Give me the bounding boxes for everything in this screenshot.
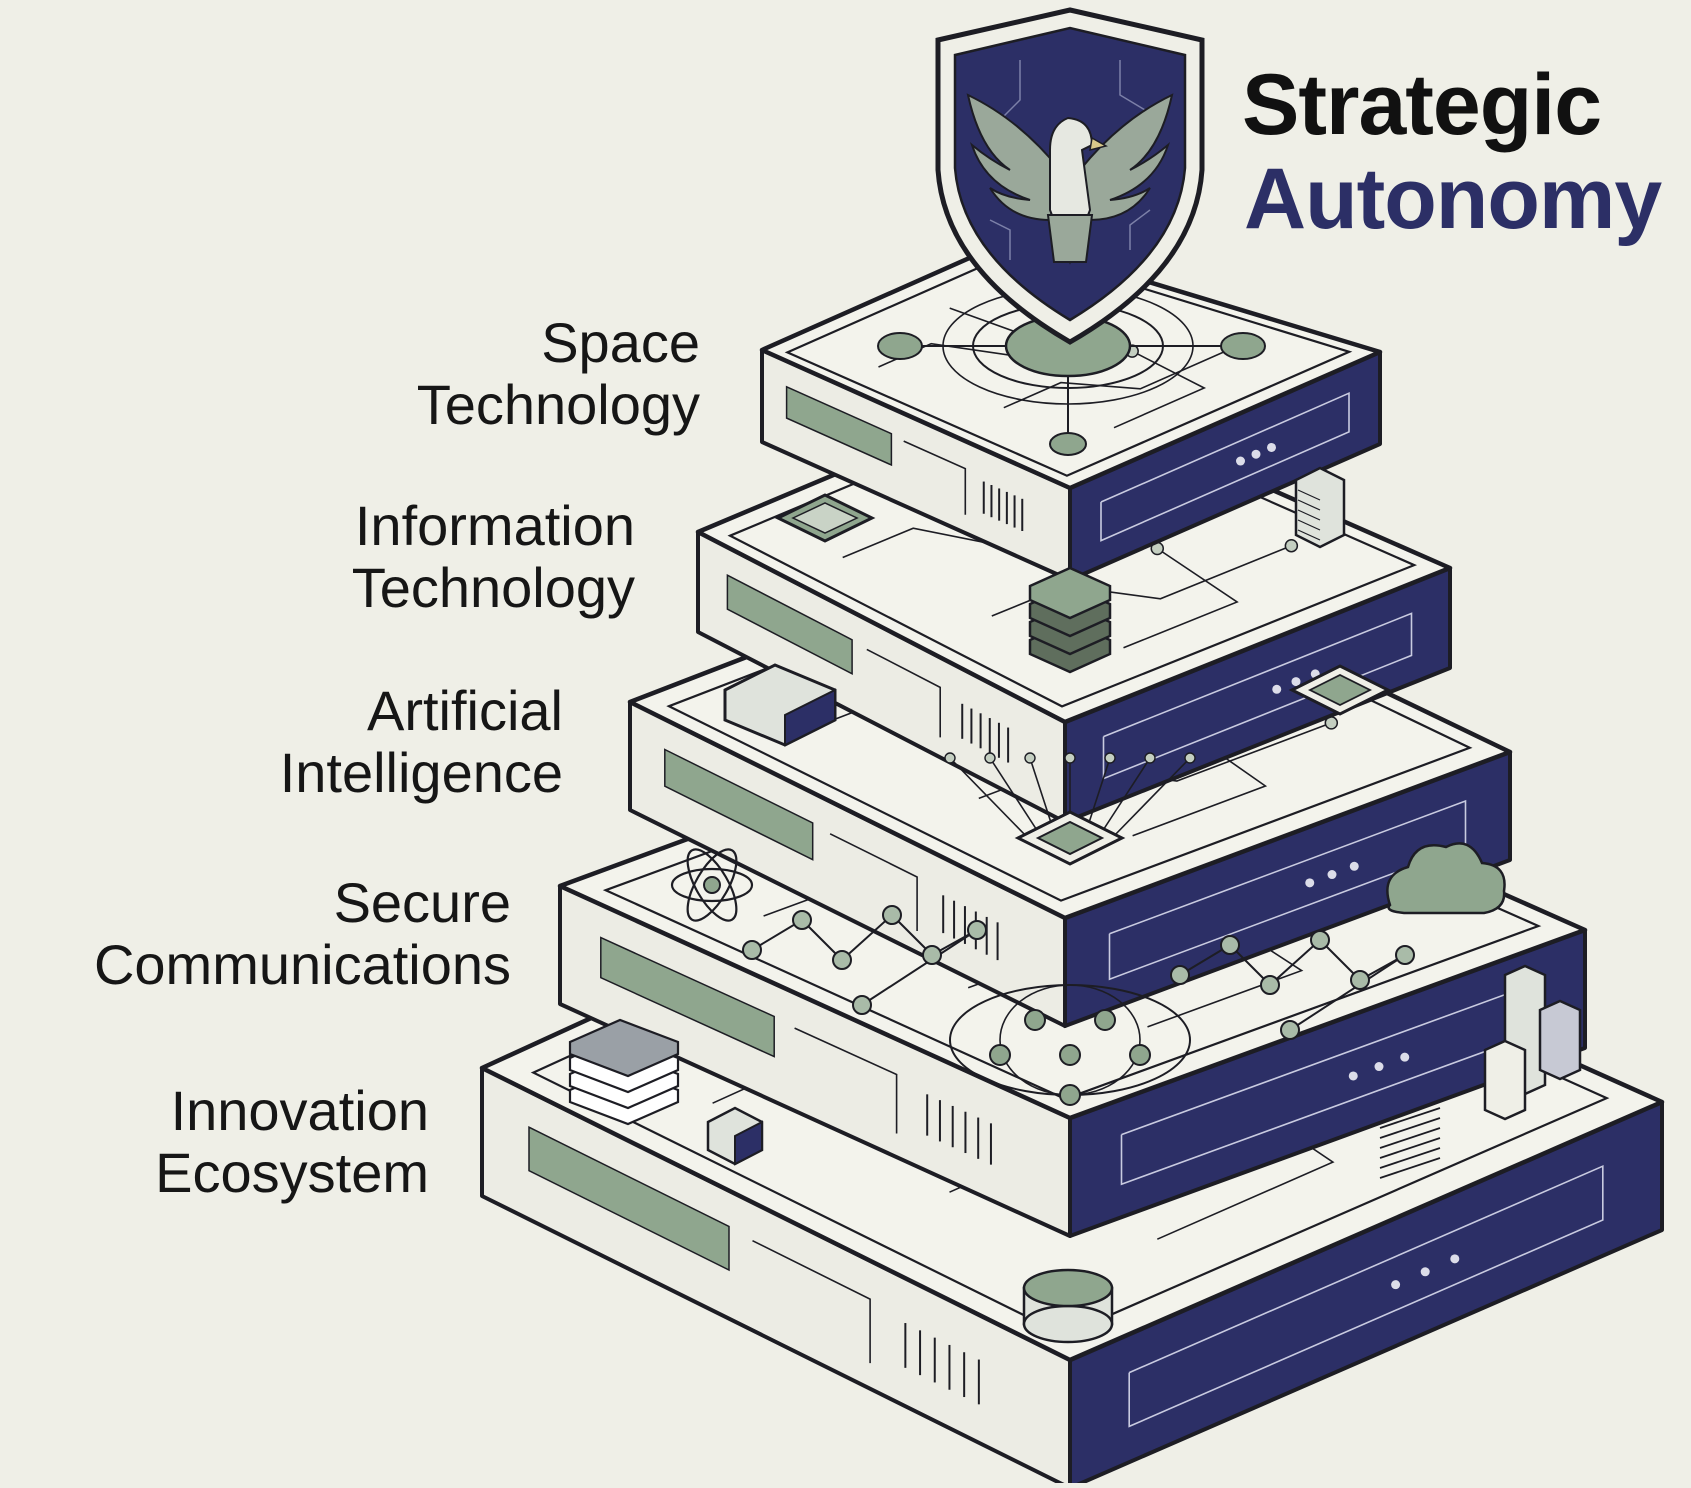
layer-label-line-1: Secure: [333, 871, 511, 934]
shield-eagle-emblem: [935, 7, 1205, 345]
layer-label-line-1: Information: [354, 494, 635, 557]
layer-label-innovation-ecosystem: Innovation Ecosystem: [155, 1080, 429, 1204]
layer-label-secure-communications: Secure Communications: [94, 872, 511, 996]
layer-label-line-2: Technology: [351, 556, 635, 619]
layer-label-line-1: Artificial: [366, 679, 563, 742]
microchip-icon: [774, 493, 876, 543]
cloud-icon: [1386, 842, 1506, 915]
document-icon: [1379, 1107, 1441, 1179]
title-line-2: Autonomy: [1244, 151, 1662, 247]
stacked-disks-icon: [1028, 566, 1112, 674]
layer-label-line-2: Technology: [416, 373, 700, 436]
layer-label-line-2: Ecosystem: [155, 1141, 429, 1204]
ai-processor-icon: [944, 752, 1196, 866]
layer-label-information-technology: Information Technology: [352, 495, 635, 619]
layer-label-artificial-intelligence: Artificial Intelligence: [280, 680, 563, 804]
cube-icon: [706, 1106, 764, 1166]
circuit-network-icon: [1170, 930, 1415, 1040]
layer-label-line-1: Space: [541, 311, 700, 374]
microchip-icon: [1288, 664, 1392, 716]
stacked-blocks-icon: [568, 1018, 680, 1126]
building-icon: [1483, 964, 1582, 1121]
atom-icon: [670, 848, 754, 922]
server-rack-icon: [1294, 466, 1346, 549]
orbit-network-icon: [877, 287, 1266, 456]
title-line-1: Strategic: [1242, 57, 1602, 153]
layer-label-space-technology: Space Technology: [417, 312, 700, 436]
circuit-network-icon: [742, 905, 987, 1015]
layer-label-line-1: Innovation: [170, 1079, 429, 1142]
layer-label-line-2: Communications: [93, 933, 511, 996]
device-box-icon: [723, 663, 837, 747]
database-cylinder-icon: [1022, 1268, 1114, 1344]
layer-label-line-2: Intelligence: [279, 741, 563, 804]
globe-network-icon: [949, 984, 1191, 1106]
